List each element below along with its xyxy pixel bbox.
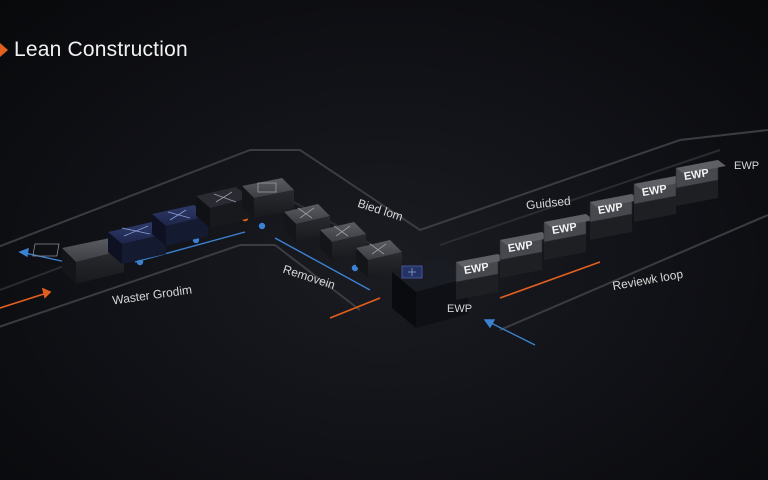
ewp-block-label: EWP <box>683 167 710 183</box>
ewp-block-label: EWP <box>641 183 668 199</box>
ewp-block-top <box>676 160 726 174</box>
ewp-block: EWP <box>499 231 550 278</box>
station-block <box>196 187 250 228</box>
station-block <box>108 222 166 264</box>
ewp-funnel-block <box>392 258 468 328</box>
ewp-funnel-label: EWP <box>447 303 473 315</box>
ewp-block-side <box>634 196 676 222</box>
chevron-right-icon <box>0 40 10 60</box>
ewp-block-side <box>590 214 632 240</box>
ewp-block-label: EWP <box>463 261 490 277</box>
ewp-block-side <box>500 252 542 278</box>
title-text: Lean Construction <box>14 38 188 61</box>
ewp-block-top <box>590 194 640 208</box>
station-blocks <box>32 178 402 284</box>
ewp-blocks: EWP EWP EWP EWP EWP EWP <box>455 159 726 300</box>
ewp-block-label: EWP <box>507 239 534 255</box>
ewp-block: EWP <box>543 213 594 260</box>
ewp-block: EWP <box>675 159 726 206</box>
ewp-block-label: EWP <box>551 221 578 237</box>
station-block <box>152 205 208 246</box>
station-block <box>356 240 402 278</box>
ewp-block-label: EWP <box>597 201 624 217</box>
blue-flow-arrows <box>18 222 536 346</box>
ewp-block-top <box>500 232 550 246</box>
station-block <box>242 178 294 218</box>
page-title: Lean Construction <box>0 38 188 62</box>
ewp-block-side <box>456 274 498 300</box>
ewp-block: EWP <box>589 193 640 240</box>
ewp-block: EWP <box>455 253 506 300</box>
ewp-block-top <box>634 176 684 190</box>
ewp-block-side <box>544 234 586 260</box>
ewp-block-top <box>456 254 506 268</box>
ewp-block: EWP <box>633 175 684 222</box>
ewp-block-side <box>676 180 718 206</box>
ewp-block-top <box>544 214 594 228</box>
ewp-top-right-label: EWP <box>734 160 760 172</box>
